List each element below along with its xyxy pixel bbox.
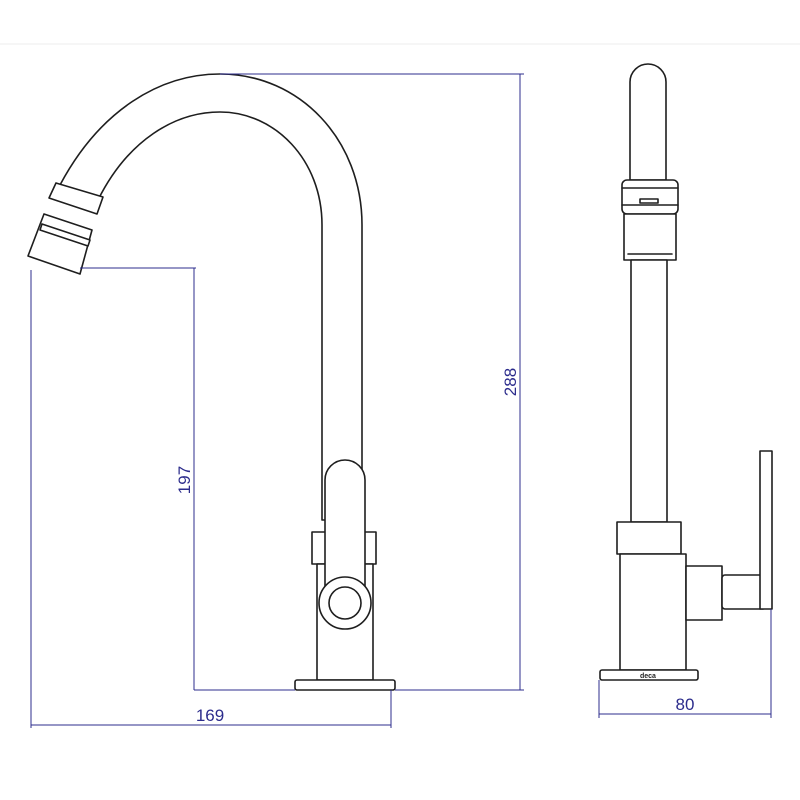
front-aerator-band [39, 223, 91, 247]
front-view [27, 73, 396, 691]
side-view: deca [599, 63, 773, 681]
brand-mark: deca [640, 673, 656, 680]
front-aerator-ring [48, 182, 104, 215]
dim-label-width: 169 [196, 706, 224, 725]
front-handle-hub-inner [328, 586, 362, 620]
side-handle-hub [685, 565, 723, 621]
side-valve-collar [616, 521, 682, 555]
dim-label-total-height: 288 [501, 368, 520, 396]
front-spout-tube [59, 73, 363, 521]
side-lever-blade [759, 450, 773, 610]
side-vertical-tube [630, 259, 668, 523]
side-aerator-collar [621, 179, 679, 215]
side-aerator-slot [639, 198, 659, 204]
front-dimensions: 288 197 169 [30, 73, 524, 728]
dim-label-depth: 80 [676, 695, 695, 714]
front-base-plate [294, 679, 396, 691]
side-spout-top [629, 63, 667, 181]
side-faucet-body [619, 553, 687, 671]
side-dimensions: 80 [598, 609, 772, 718]
dim-label-spout-height: 197 [175, 466, 194, 494]
side-base-plate [599, 669, 699, 681]
side-aerator-nozzle [623, 213, 677, 261]
